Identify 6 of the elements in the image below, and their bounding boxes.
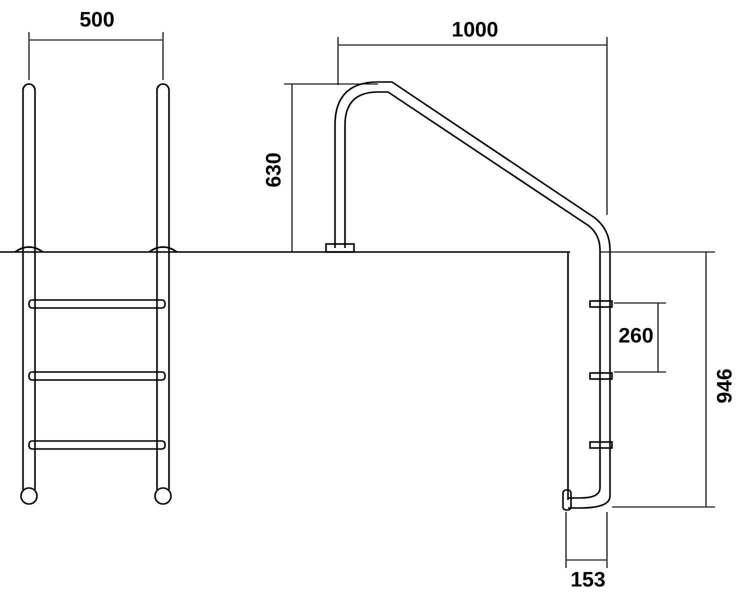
dimension-label: 946: [714, 368, 736, 404]
dimension-label: 1000: [452, 20, 498, 40]
dimension-label: 260: [618, 326, 654, 346]
dimension-label: 500: [79, 10, 115, 30]
dimension-label: 630: [264, 152, 284, 188]
dimension-label: 153: [570, 570, 606, 590]
